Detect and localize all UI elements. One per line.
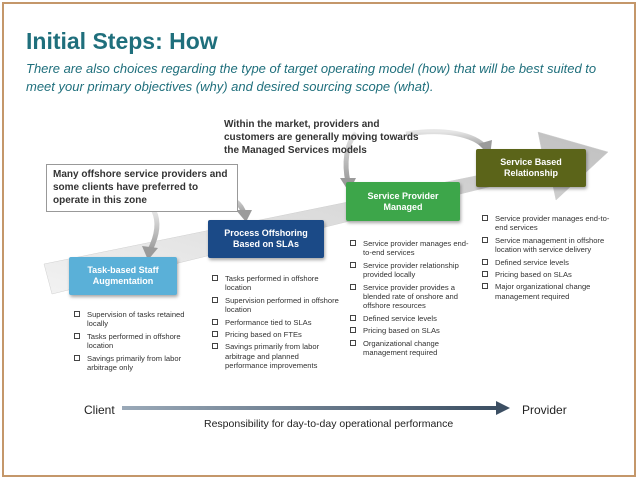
page-subtitle: There are also choices regarding the typ… <box>26 61 597 94</box>
checkbox-bullet-icon <box>350 314 356 321</box>
checkbox-bullet-icon <box>482 258 488 265</box>
stage-service-based-relationship: Service Based Relationship <box>476 149 586 187</box>
axis-label-client: Client <box>84 403 115 417</box>
bullet-item: Major organizational change management r… <box>482 282 612 301</box>
bullet-item: Supervision performed in offshore locati… <box>212 296 340 315</box>
bullet-item: Service management in offshore location … <box>482 236 612 255</box>
checkbox-bullet-icon <box>350 261 356 268</box>
bullet-item: Service provider provides a blended rate… <box>350 283 474 311</box>
bullet-item: Supervision of tasks retained locally <box>74 310 202 329</box>
checkbox-bullet-icon <box>350 327 356 334</box>
checkbox-bullet-icon <box>482 236 488 243</box>
checkbox-bullet-icon <box>212 275 218 281</box>
checkbox-bullet-icon <box>350 339 356 346</box>
curve-arrowhead-offshoring <box>236 210 252 222</box>
stage-3-bullets: Service provider manages end-to-end serv… <box>350 239 474 360</box>
bullet-item: Tasks performed in offshore location <box>212 274 340 293</box>
responsibility-axis-head <box>496 401 510 415</box>
page-title: Initial Steps: How <box>26 28 218 54</box>
bullet-item: Savings primarily from labor arbitrage a… <box>212 342 340 370</box>
bullet-item: Defined service levels <box>350 314 474 323</box>
bullet-item: Service provider relationship provided l… <box>350 261 474 280</box>
bullet-item: Pricing based on FTEs <box>212 330 340 339</box>
bullet-item: Savings primarily from labor arbitrage o… <box>74 354 202 373</box>
curve-arrow-to-managed <box>343 131 358 183</box>
bullet-item: Organizational change management require… <box>350 339 474 358</box>
checkbox-bullet-icon <box>350 283 356 290</box>
checkbox-bullet-icon <box>212 318 218 325</box>
checkbox-bullet-icon <box>482 215 488 221</box>
checkbox-bullet-icon <box>212 296 218 303</box>
stage-2-bullets: Tasks performed in offshore location Sup… <box>212 274 340 374</box>
stage-4-bullets: Service provider manages end-to-end serv… <box>482 214 612 304</box>
checkbox-bullet-icon <box>74 311 80 317</box>
checkbox-bullet-icon <box>482 271 488 278</box>
bullet-item: Defined service levels <box>482 258 612 267</box>
callout-box: Many offshore service providers and some… <box>46 164 238 212</box>
axis-label-provider: Provider <box>522 403 567 417</box>
market-note: Within the market, providers and custome… <box>224 119 419 156</box>
stage-service-provider-managed: Service Provider Managed <box>346 182 460 221</box>
checkbox-bullet-icon <box>212 343 218 350</box>
bullet-item: Service provider manages end-to-end serv… <box>350 239 474 258</box>
curve-arrowhead-augmentation <box>142 246 158 260</box>
bullet-item: Tasks performed in offshore location <box>74 332 202 351</box>
stage-1-bullets: Supervision of tasks retained locally Ta… <box>74 310 202 375</box>
checkbox-bullet-icon <box>482 283 488 290</box>
stage-process-offshoring: Process Offshoring Based on SLAs <box>208 220 324 258</box>
curve-arrow-to-augmentation <box>147 209 160 252</box>
checkbox-bullet-icon <box>74 354 80 361</box>
axis-caption: Responsibility for day-to-day operationa… <box>204 418 454 430</box>
responsibility-axis-bar <box>122 406 498 410</box>
checkbox-bullet-icon <box>350 240 356 246</box>
bullet-item: Pricing based on SLAs <box>350 326 474 335</box>
bullet-item: Service provider manages end-to-end serv… <box>482 214 612 233</box>
bullet-item: Pricing based on SLAs <box>482 270 612 279</box>
bullet-item: Performance tied to SLAs <box>212 318 340 327</box>
checkbox-bullet-icon <box>212 331 218 338</box>
checkbox-bullet-icon <box>74 332 80 339</box>
stage-staff-augmentation: Task-based Staff Augmentation <box>69 257 177 295</box>
